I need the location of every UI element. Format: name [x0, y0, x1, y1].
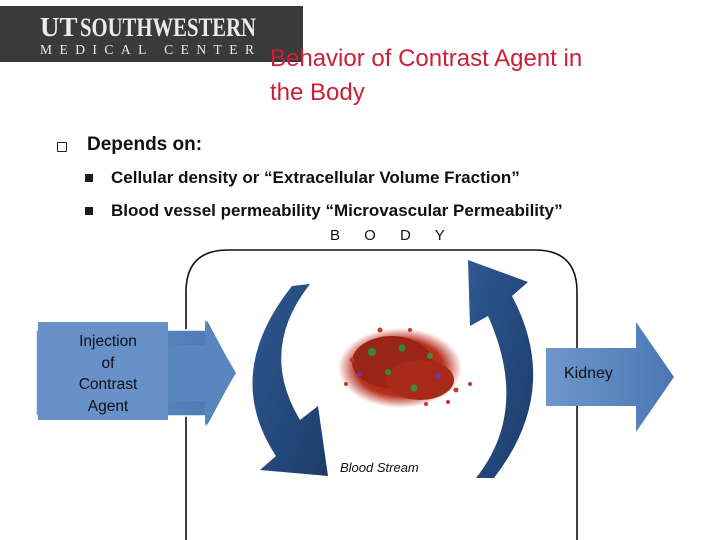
injection-label: Injection of Contrast Agent [48, 331, 168, 417]
injection-label-line3: Contrast [48, 374, 168, 396]
injection-label-line1: Injection [48, 331, 168, 353]
injection-label-line4: Agent [48, 396, 168, 418]
right-curve-arrow [468, 260, 533, 478]
tissue-cluster-image [338, 328, 472, 409]
injection-label-line2: of [48, 353, 168, 375]
left-curve-arrow [252, 284, 328, 476]
kidney-label: Kidney [564, 365, 613, 383]
blood-stream-label: Blood Stream [340, 460, 419, 475]
